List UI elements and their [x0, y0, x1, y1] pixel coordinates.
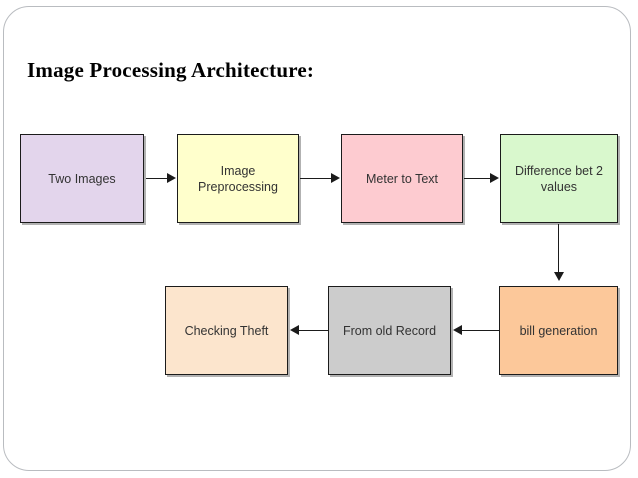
- node-image-preprocessing-label: Image Preprocessing: [198, 163, 278, 194]
- edge-two-images-to-image-preprocessing-line: [146, 178, 168, 179]
- edge-meter-to-text-to-difference-line: [464, 178, 491, 179]
- edge-two-images-to-image-preprocessing-arrowhead: [167, 173, 176, 183]
- node-difference-bet-2-values[interactable]: Difference bet 2 values: [500, 134, 618, 223]
- edge-meter-to-text-to-difference-arrowhead: [490, 173, 499, 183]
- node-two-images[interactable]: Two Images: [20, 134, 144, 223]
- node-checking-theft-label: Checking Theft: [184, 323, 269, 338]
- node-meter-to-text-label: Meter to Text: [365, 171, 439, 186]
- node-image-preprocessing[interactable]: Image Preprocessing: [177, 134, 299, 223]
- node-from-old-record[interactable]: From old Record: [328, 286, 451, 375]
- node-from-old-record-label: From old Record: [342, 323, 437, 338]
- edge-bill-generation-to-from-old-record-line: [462, 330, 500, 331]
- node-bill-generation[interactable]: bill generation: [499, 286, 618, 375]
- edge-difference-to-bill-generation-line: [558, 224, 559, 273]
- edge-image-preprocessing-to-meter-to-text-line: [300, 178, 332, 179]
- edge-bill-generation-to-from-old-record-arrowhead: [453, 325, 462, 335]
- node-meter-to-text[interactable]: Meter to Text: [341, 134, 463, 223]
- node-two-images-label: Two Images: [48, 171, 116, 186]
- edge-difference-to-bill-generation-arrowhead: [554, 272, 564, 281]
- node-checking-theft[interactable]: Checking Theft: [165, 286, 288, 375]
- page-title: Image Processing Architecture:: [27, 58, 315, 82]
- edge-image-preprocessing-to-meter-to-text-arrowhead: [331, 173, 340, 183]
- node-difference-bet-2-values-label: Difference bet 2 values: [514, 163, 604, 194]
- node-bill-generation-label: bill generation: [519, 323, 598, 338]
- edge-from-old-record-to-checking-theft-line: [298, 330, 328, 331]
- page-frame-border: [3, 6, 631, 471]
- edge-from-old-record-to-checking-theft-arrowhead: [290, 325, 299, 335]
